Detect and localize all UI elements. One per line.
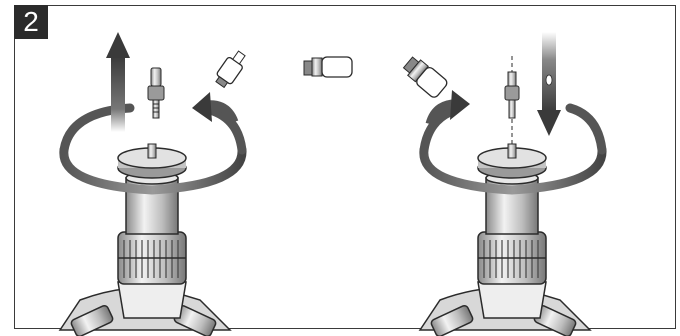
threaded-adapter-icon	[147, 67, 165, 119]
right-knurled-collar	[477, 231, 547, 285]
left-base	[58, 281, 232, 336]
arrow-down-icon	[537, 32, 561, 136]
right-rotation-ring	[419, 103, 607, 195]
right-base	[418, 281, 592, 336]
rotate-counterclockwise-icon	[192, 92, 239, 124]
threaded-adapter-icon	[402, 56, 448, 98]
step-number-badge: 2	[14, 5, 48, 39]
rotate-clockwise-icon	[425, 90, 470, 126]
right-mount-plate	[477, 143, 547, 179]
threaded-adapter-icon	[504, 71, 520, 119]
left-mount-plate	[117, 143, 187, 179]
right-column	[485, 171, 539, 235]
right-assembly	[418, 32, 607, 336]
left-column	[125, 171, 179, 235]
left-knurled-collar	[117, 231, 187, 285]
threaded-adapter-icon	[303, 56, 353, 78]
arrow-up-icon	[106, 32, 130, 132]
left-assembly	[58, 32, 247, 336]
part-sequence	[215, 50, 448, 98]
threaded-adapter-icon	[215, 50, 246, 89]
